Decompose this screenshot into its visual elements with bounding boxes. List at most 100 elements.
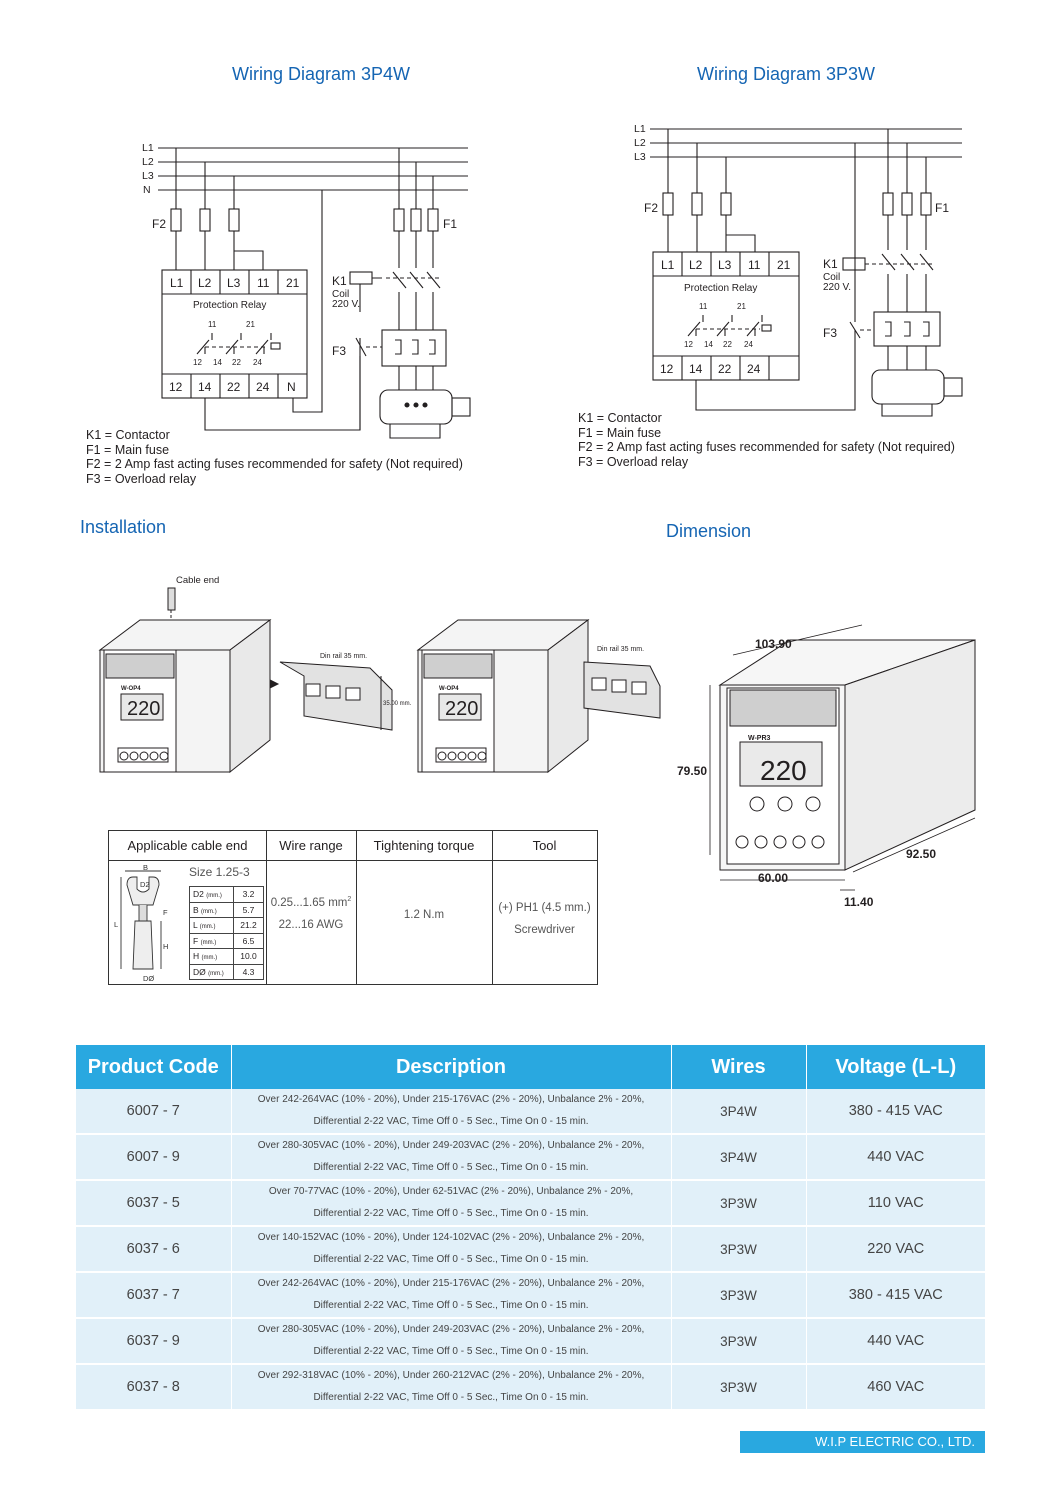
- cable-lug-drawing: B D2 L F H DØ: [114, 863, 168, 983]
- label-coil-voltage: 220 V.: [332, 299, 360, 310]
- label-k1: K1: [823, 257, 838, 271]
- wire-range: 0.25...1.65 mm2 22...16 AWG: [270, 896, 352, 931]
- relay-display: 220: [760, 755, 807, 786]
- dim-rail-offset: 11.40: [844, 895, 874, 909]
- legend-item: K1 = Contactor: [86, 428, 170, 442]
- contact-label: 14: [213, 358, 222, 367]
- terminal-top: L2: [689, 258, 703, 272]
- relay-name: Protection Relay: [193, 300, 266, 311]
- label-din-rail: Din rail 35 mm.: [320, 653, 367, 660]
- label-f3: F3: [332, 344, 346, 358]
- legend-item: F2 = 2 Amp fast acting fuses recommended…: [86, 457, 463, 471]
- terminal-top: 21: [777, 258, 791, 272]
- terminal-top: L1: [170, 276, 184, 290]
- label-f1: F1: [935, 201, 949, 215]
- label-f1: F1: [443, 217, 457, 231]
- cable-header: Tightening torque: [356, 831, 492, 861]
- lug-label: H: [163, 942, 168, 951]
- label-din-rail: Din rail 35 mm.: [597, 646, 644, 653]
- relay-name: Protection Relay: [684, 283, 757, 294]
- wiring-diagram-3p3w: L1 L2 L3 F2 F1 K1 Coil 220 V. F3 L1 L2 L…: [634, 123, 963, 417]
- label-l2: L2: [142, 156, 154, 168]
- cable-size: Size 1.25-3: [189, 865, 250, 879]
- relay-display: 220: [445, 698, 478, 720]
- company-footer: W.I.P ELECTRIC CO., LTD.: [740, 1431, 985, 1453]
- label-n: N: [143, 184, 151, 196]
- table-row: 6037 - 8 Over 292-318VAC (10% - 20%), Un…: [76, 1364, 985, 1411]
- table-row: 6037 - 7 Over 242-264VAC (10% - 20%), Un…: [76, 1272, 985, 1319]
- header-voltage: Voltage (L-L): [806, 1045, 985, 1089]
- contact-label: 22: [723, 340, 732, 349]
- heading-installation: Installation: [80, 517, 167, 537]
- terminal-bottom: 24: [256, 380, 270, 394]
- lug-label: L: [114, 920, 118, 929]
- terminal-top: 11: [748, 258, 761, 272]
- legend-3p4w: K1 = Contactor F1 = Main fuse F2 = 2 Amp…: [86, 428, 463, 486]
- terminal-bottom: 12: [169, 380, 183, 394]
- dimension-illustration: 103.90 79.50 92.50 60.00 11.40 W-PR3 220: [677, 624, 976, 909]
- lug-label: B: [143, 863, 148, 872]
- legend-item: F1 = Main fuse: [86, 442, 170, 457]
- label-l3: L3: [634, 151, 646, 163]
- cable-header: Applicable cable end: [109, 831, 266, 861]
- label-f2: F2: [644, 201, 658, 215]
- contact-label: 22: [232, 358, 241, 367]
- terminal-bottom: 22: [718, 362, 732, 376]
- relay-model: W-OP4: [121, 686, 141, 692]
- terminal-bottom: 14: [689, 362, 703, 376]
- heading-3p3w: Wiring Diagram 3P3W: [697, 64, 876, 84]
- table-row: 6007 - 7 Over 242-264VAC (10% - 20%), Un…: [76, 1089, 985, 1135]
- contact-label: 21: [737, 302, 746, 311]
- terminal-top: L3: [227, 276, 241, 290]
- dim-width-top: 103.90: [755, 637, 792, 651]
- legend-3p3w: K1 = Contactor F1 = Main fuse F2 = 2 Amp…: [578, 411, 955, 469]
- label-f3: F3: [823, 326, 837, 340]
- terminal-bottom: 14: [198, 380, 212, 394]
- terminal-bottom: 24: [747, 362, 761, 376]
- label-l1: L1: [142, 142, 154, 154]
- installation-illustration: Cable end Din rail 35 mm. Din rail 35 mm…: [98, 575, 661, 774]
- legend-item: K1 = Contactor: [578, 411, 662, 425]
- contact-label: 24: [744, 340, 753, 349]
- relay-display: 220: [127, 698, 160, 720]
- contact-label: 11: [208, 320, 217, 329]
- lug-label: DØ: [143, 974, 154, 983]
- cable-spec-table: Applicable cable end Wire range Tighteni…: [108, 830, 598, 985]
- tightening-torque: 1.2 N.m: [403, 909, 445, 921]
- dim-depth: 92.50: [906, 847, 936, 861]
- cable-header: Wire range: [266, 831, 356, 861]
- legend-item: F3 = Overload relay: [86, 471, 197, 486]
- terminal-top: 21: [286, 276, 300, 290]
- label-l1: L1: [634, 123, 646, 135]
- header-product-code: Product Code: [76, 1045, 232, 1089]
- legend-item: F2 = 2 Amp fast acting fuses recommended…: [578, 440, 955, 454]
- label-coil: Coil: [332, 289, 349, 300]
- legend-item: F3 = Overload relay: [578, 454, 689, 469]
- table-row: 6037 - 9 Over 280-305VAC (10% - 20%), Un…: [76, 1318, 985, 1365]
- relay-model: W-PR3: [748, 735, 771, 742]
- terminal-top: L1: [661, 258, 675, 272]
- label-coil-voltage: 220 V.: [823, 282, 851, 293]
- tool: (+) PH1 (4.5 mm.) Screwdriver: [498, 902, 591, 936]
- terminal-top: L2: [198, 276, 212, 290]
- table-row: 6007 - 9 Over 280-305VAC (10% - 20%), Un…: [76, 1134, 985, 1181]
- header-description: Description: [231, 1045, 672, 1089]
- relay-model: W-OP4: [439, 686, 459, 692]
- label-coil: Coil: [823, 272, 840, 283]
- contact-label: 12: [684, 340, 693, 349]
- terminal-bottom: 22: [227, 380, 241, 394]
- lug-label: F: [163, 908, 168, 917]
- table-row: 6037 - 5 Over 70-77VAC (10% - 20%), Unde…: [76, 1180, 985, 1227]
- label-cable-end: Cable end: [176, 575, 219, 586]
- contact-label: 24: [253, 358, 262, 367]
- cable-header: Tool: [492, 831, 597, 861]
- label-f2: F2: [152, 217, 166, 231]
- wiring-diagram-3p4w: L1 L2 L3 N F2 F1 K1 Coil 220 V. F3 L1 L2…: [142, 142, 471, 439]
- dim-height: 79.50: [677, 764, 707, 778]
- product-table: Product Code Description Wires Voltage (…: [76, 1045, 985, 1411]
- table-row: 6037 - 6 Over 140-152VAC (10% - 20%), Un…: [76, 1226, 985, 1273]
- label-rail-height: 35.00 mm.: [383, 701, 412, 707]
- lug-label: D2: [140, 880, 150, 889]
- terminal-bottom: 12: [660, 362, 674, 376]
- cable-dims-table: D2 (mm.)3.2 B (mm.)5.7 L (mm.)21.2 F (mm…: [189, 886, 264, 980]
